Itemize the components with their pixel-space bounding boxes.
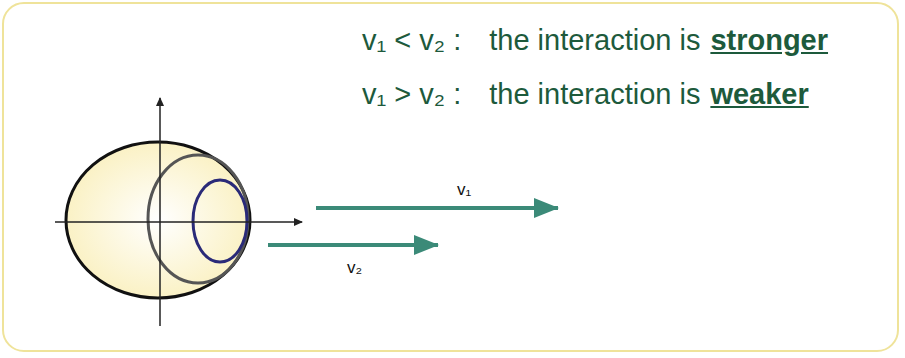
middle-ellipse	[148, 155, 248, 283]
velocity-label: v₂	[345, 258, 364, 278]
condition-text: v₁ < v₂ :	[362, 24, 461, 57]
x-axis	[55, 221, 302, 223]
velocity-arrow	[316, 206, 558, 210]
y-axis	[159, 98, 161, 326]
outer-ellipse	[66, 142, 250, 298]
text-line: v₁ < v₂ : the interaction is stronger	[362, 24, 828, 57]
inner-ellipse	[193, 180, 247, 262]
emphasis-text: stronger	[710, 24, 828, 57]
statement-text: the interaction is	[489, 78, 700, 111]
text-line: v₁ > v₂ : the interaction is weaker	[362, 78, 809, 111]
statement-text: the interaction is	[489, 24, 700, 57]
velocity-arrow	[268, 243, 438, 247]
velocity-label: v₁	[455, 180, 473, 200]
condition-text: v₁ > v₂ :	[362, 78, 461, 111]
emphasis-text: weaker	[710, 78, 808, 111]
